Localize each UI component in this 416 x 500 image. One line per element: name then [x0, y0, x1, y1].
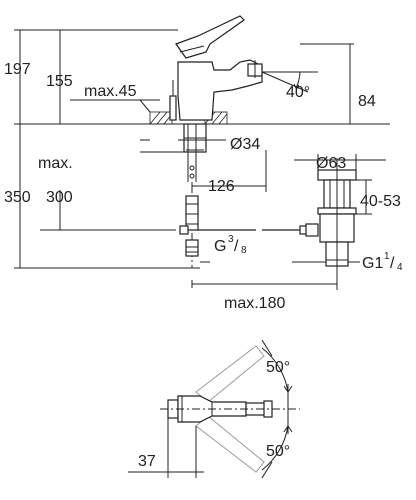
- label-max180: max.180: [224, 295, 285, 312]
- supply-and-waste: [179, 154, 386, 290]
- label-126: 126: [208, 178, 235, 195]
- svg-text:/: /: [390, 255, 395, 272]
- faucet-plan-view: [128, 339, 300, 479]
- svg-text:/: /: [234, 238, 239, 255]
- label-197: 197: [4, 61, 31, 78]
- label-40deg: 40°: [286, 84, 310, 101]
- label-300: 300: [46, 189, 73, 206]
- height-dimension-lines: [14, 29, 354, 269]
- label-50deg-top: 50°: [266, 359, 290, 376]
- label-40-53: 40-53: [360, 193, 401, 210]
- label-155: 155: [46, 73, 73, 90]
- label-g1-1-4: G1 1 / 4: [362, 251, 403, 273]
- label-dia34: Ø34: [230, 136, 260, 153]
- label-50deg-bottom: 50°: [266, 443, 290, 460]
- svg-text:1: 1: [384, 251, 390, 262]
- faucet-elevation: [30, 15, 390, 182]
- svg-text:8: 8: [241, 245, 247, 256]
- svg-text:3: 3: [228, 234, 234, 245]
- svg-text:G1: G1: [362, 255, 383, 272]
- label-84: 84: [358, 93, 376, 110]
- label-350: 350: [4, 189, 31, 206]
- label-g-3-8: G 3 / 8: [214, 234, 247, 256]
- svg-text:G: G: [214, 238, 226, 255]
- label-max45: max.45: [84, 83, 137, 100]
- dimension-labels: 197 155 max.45 40° 84 Ø34 126 max. 350 3…: [4, 61, 403, 470]
- label-dia63: Ø63: [316, 155, 346, 172]
- label-max: max.: [38, 155, 73, 172]
- svg-text:4: 4: [397, 262, 403, 273]
- label-37: 37: [138, 453, 156, 470]
